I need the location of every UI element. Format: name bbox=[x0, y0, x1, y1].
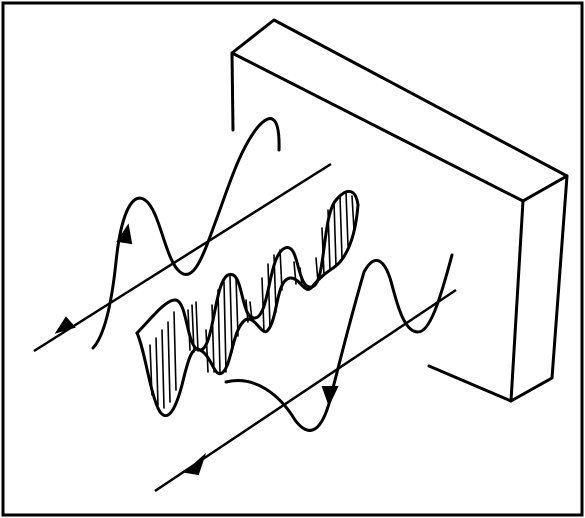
wave-reflection-diagram bbox=[0, 0, 585, 518]
